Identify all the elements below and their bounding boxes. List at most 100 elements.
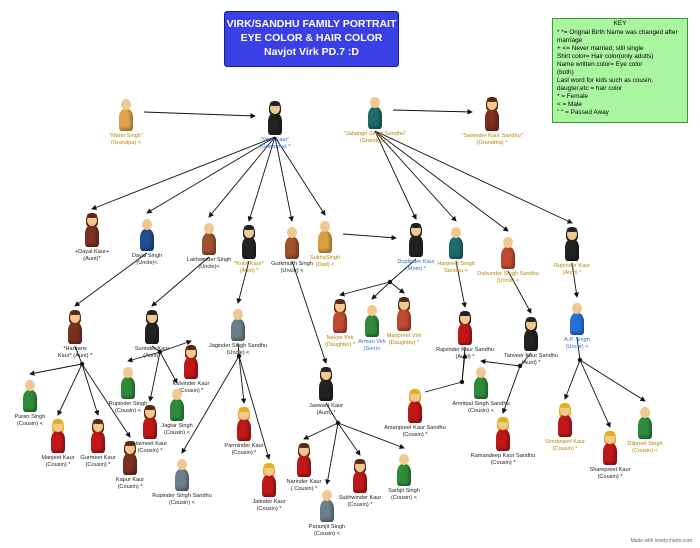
person-label: Jagtar Singh(Cousin) < bbox=[122, 423, 232, 437]
person-name: Dayal Singh bbox=[131, 253, 163, 259]
key-legend: KEY * *= Orignal Birth Name was changed … bbox=[552, 18, 688, 123]
person-head bbox=[204, 223, 214, 234]
connector-line bbox=[455, 260, 467, 308]
connector-line bbox=[274, 136, 294, 222]
person-relation: (Dad) < bbox=[315, 262, 335, 268]
person-label: Paramjit Singh(Cousin) < bbox=[272, 524, 382, 538]
person-node: Rajvinder Kaur Sandhu(Aunt) * bbox=[436, 311, 494, 360]
key-line: " " = Passed Away bbox=[557, 109, 609, 116]
person-label: Puran Singh(Cousin) < bbox=[0, 414, 85, 428]
person-name: Tanveer Kaur Sandhu bbox=[503, 353, 559, 359]
junction-dot bbox=[459, 379, 465, 385]
connector-line bbox=[579, 359, 611, 428]
person-relation: (Cousin) < bbox=[164, 430, 190, 436]
person-shirt bbox=[242, 237, 256, 259]
person-relation: (Grandma) * bbox=[476, 140, 508, 146]
junction-dot bbox=[577, 357, 583, 363]
person-hair-top bbox=[498, 417, 508, 422]
person-relation: Sandhu < bbox=[443, 268, 469, 274]
connector-line bbox=[146, 136, 276, 214]
person-label: Rupinder Singh Sandhu(Cousin) < bbox=[127, 493, 237, 507]
person-head bbox=[487, 99, 497, 110]
connector-line bbox=[181, 355, 240, 454]
person-node: Gurkmukh Singh(Uncle) < bbox=[271, 227, 313, 274]
person-shirt bbox=[353, 471, 367, 493]
person-head bbox=[567, 229, 577, 240]
person-relation: (Cousin) * bbox=[347, 502, 373, 508]
person-hair-top bbox=[567, 227, 577, 232]
person-node: Dilpreet Singh(Cousin) < bbox=[627, 407, 663, 454]
person-shirt bbox=[333, 311, 347, 333]
person-head bbox=[526, 319, 536, 330]
person-hair-top bbox=[355, 459, 365, 464]
person-label: +Dayal Kaur+(Aunt)* bbox=[37, 249, 147, 263]
person-hair-top bbox=[270, 101, 280, 106]
person-node: Amanpreet Kaur Sandhu(Cousin) * bbox=[384, 389, 446, 438]
person-shirt bbox=[121, 377, 135, 399]
person-shirt bbox=[91, 431, 105, 453]
person-shirt bbox=[262, 475, 276, 497]
key-line: marriage bbox=[557, 37, 583, 44]
junction-dot bbox=[335, 420, 341, 426]
person-node: Jaginder Singh Sandhu(Uncle) < bbox=[209, 309, 267, 356]
person-name: Navneet Kaur bbox=[132, 441, 168, 447]
person-head bbox=[476, 367, 486, 378]
key-line: + <= Never married; still single bbox=[557, 45, 644, 52]
person-node: "Mann Singh"(Grandpa) < bbox=[109, 99, 143, 146]
person-label: Gurkmukh Singh(Uncle) < bbox=[237, 261, 347, 275]
person-relation: (Uncle) < bbox=[565, 344, 589, 350]
key-line: Last word for kids such as cousin, bbox=[557, 77, 653, 84]
person-shirt bbox=[458, 323, 472, 345]
person-hair-top bbox=[264, 463, 274, 468]
person-hair-top bbox=[335, 299, 345, 304]
key-line: * = Female bbox=[557, 93, 589, 100]
person-shirt bbox=[501, 247, 515, 269]
person-label: Lakhwinder Singh(Uncle)< bbox=[154, 257, 264, 271]
person-node: Dalwinder Singh Sandhu(Uncle) < bbox=[477, 237, 539, 284]
person-label: Tanveer Kaur Sandhu(Aunt) * bbox=[476, 353, 586, 367]
connector-line bbox=[148, 351, 161, 402]
person-relation: (Aunt) * bbox=[239, 268, 259, 274]
person-head bbox=[87, 215, 97, 226]
person-node: Parminder Kaur(Cousin) * bbox=[224, 407, 264, 456]
person-label: Surinder Kaur(Aunt)* bbox=[97, 346, 207, 360]
person-label: Manpreet Virk(Daughter) * bbox=[349, 333, 459, 347]
person-relation: (Cousin) < bbox=[468, 408, 494, 414]
person-node: Manpreet Virk(Daughter) * bbox=[387, 297, 421, 346]
person-relation: (Cousin) * bbox=[490, 460, 516, 466]
person-node: Navjot Virk(Daughter) * bbox=[325, 299, 355, 348]
person-node: Gurmeet Kaur(Cousin) * bbox=[80, 419, 116, 468]
footer-credit: Made with lovelycharts.com bbox=[630, 538, 692, 544]
connector-line bbox=[392, 109, 473, 115]
person-shirt bbox=[485, 109, 499, 131]
person-head bbox=[270, 103, 280, 114]
person-name: Arman Virk bbox=[358, 339, 386, 345]
person-name: Jatinder Kaur bbox=[252, 499, 286, 505]
connector-line bbox=[519, 352, 532, 367]
person-label: Dayal Singh(Uncle)< bbox=[92, 253, 202, 267]
connector-line bbox=[81, 363, 100, 416]
person-shirt bbox=[231, 319, 245, 341]
connector-line bbox=[325, 402, 339, 424]
person-relation: (Cousin) < bbox=[169, 500, 195, 506]
person-relation: (Cousin) * bbox=[178, 388, 204, 394]
person-name: "Sawinder Kaur Sandhu" bbox=[461, 133, 523, 139]
person-hair-top bbox=[605, 431, 615, 436]
person-shirt bbox=[170, 399, 184, 421]
person-head bbox=[335, 301, 345, 312]
person-shirt bbox=[268, 113, 282, 135]
person-name: Manpreet Virk bbox=[386, 333, 422, 339]
person-node: Kapur Kaur(Cousin) * bbox=[116, 441, 144, 490]
key-line: * *= Orignal Birth Name was changed afte… bbox=[557, 29, 678, 36]
person-node: A.P. Singh(Uncle) < bbox=[564, 303, 590, 350]
person-relation: (Aunt) * bbox=[316, 410, 336, 416]
person-shirt bbox=[474, 377, 488, 399]
person-label: A.P. Singh(Uncle) < bbox=[522, 337, 632, 351]
person-relation: (Cousin) < bbox=[115, 408, 141, 414]
person-label: Kulvinder Kaur(Cousin) * bbox=[136, 381, 246, 395]
connector-line bbox=[274, 136, 326, 216]
connector-line bbox=[74, 252, 148, 307]
person-head bbox=[93, 421, 103, 432]
